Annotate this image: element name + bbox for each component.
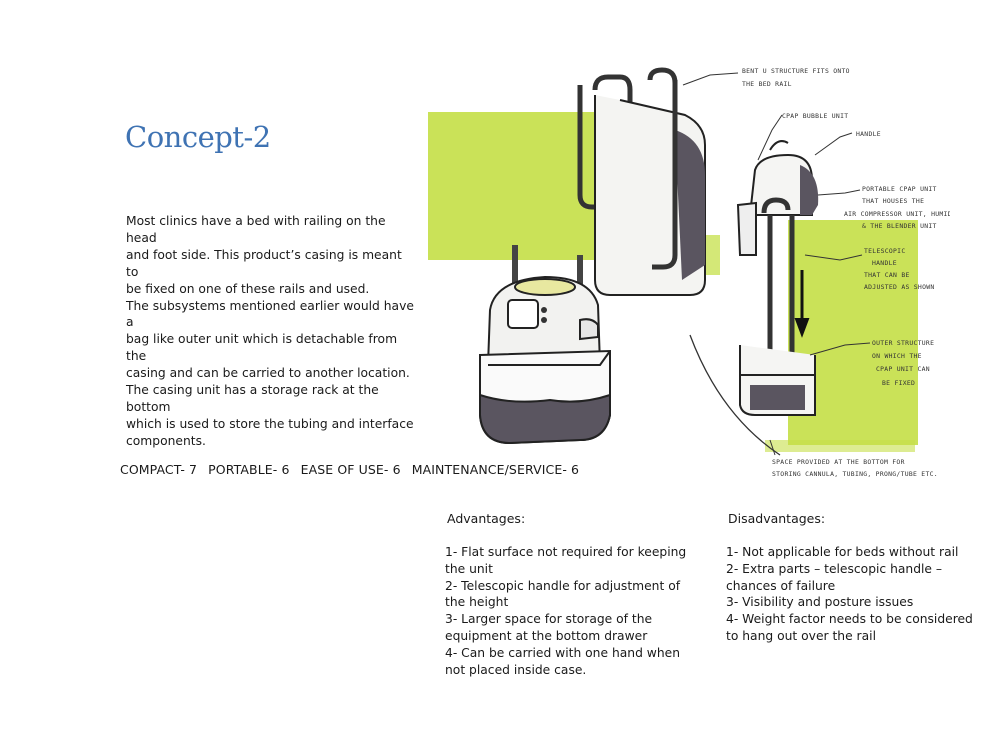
- description-line: The subsystems mentioned earlier would h…: [126, 298, 414, 330]
- note-portable: PORTABLE CPAP UNIT THAT HOUSES THE AIR C…: [844, 185, 950, 230]
- description-line: and foot side. This product’s casing is …: [126, 247, 402, 279]
- disadvantages-heading: Disadvantages:: [728, 511, 826, 526]
- description-line: which is used to store the tubing and in…: [126, 416, 414, 431]
- disadvantages-line: 4- Weight factor needs to be considered: [726, 612, 973, 627]
- note-outer: OUTER STRUCTURE ON WHICH THE CPAP UNIT C…: [872, 339, 938, 387]
- ratings-row: COMPACT- 7 PORTABLE- 6 EASE OF USE- 6 MA…: [120, 462, 586, 477]
- description-line: components.: [126, 433, 206, 448]
- description-line: bag like outer unit which is detachable …: [126, 332, 398, 364]
- description-line: be fixed on one of these rails and used.: [126, 281, 370, 296]
- advantages-line: not placed inside case.: [445, 662, 587, 677]
- disadvantages-line: 2- Extra parts – telescopic handle –: [726, 561, 943, 576]
- leader-rail: [689, 334, 781, 456]
- concept-sketch: BENT U STRUCTURE FITS ONTO THE BED RAIL …: [428, 67, 950, 478]
- telescopic-unit: [736, 140, 819, 416]
- note-bubble: CPAP BUBBLE UNIT: [782, 112, 848, 120]
- advantages-line: 4- Can be carried with one hand when: [445, 645, 680, 660]
- advantages-line: the unit: [445, 561, 493, 576]
- disadvantages-line: 1- Not applicable for beds without rail: [726, 545, 959, 559]
- disadvantages-line: to hang out over the rail: [726, 628, 876, 643]
- advantages-line: 3- Larger space for storage of the: [445, 612, 653, 627]
- description-line: The casing unit has a storage rack at th…: [126, 383, 379, 414]
- marker-strip-bottom: [765, 440, 915, 452]
- disadvantages-list: 1- Not applicable for beds without rail …: [726, 544, 986, 645]
- rating-compact: COMPACT- 7: [120, 462, 198, 477]
- portable-unit: [479, 245, 611, 445]
- annotation-leaders: [682, 72, 871, 456]
- description-line: Most clinics have a bed with railing on …: [126, 214, 386, 245]
- rating-portable: PORTABLE- 6: [208, 462, 290, 477]
- advantages-list: 1- Flat surface not required for keeping…: [445, 544, 715, 678]
- note-telescopic: TELESCOPIC HANDLE THAT CAN BE ADJUSTED A…: [864, 247, 935, 291]
- marker-swatch-left: [428, 112, 600, 260]
- advantages-line: the height: [445, 595, 509, 610]
- advantages-line: 1- Flat surface not required for keeping: [445, 545, 687, 559]
- note-rail: BENT U STRUCTURE FITS ONTO THE BED RAIL: [742, 67, 854, 88]
- disadvantages-line: 3- Visibility and posture issues: [726, 595, 914, 610]
- page-title: Concept-2: [125, 120, 271, 154]
- advantages-line: 2- Telescopic handle for adjustment of: [445, 578, 681, 593]
- note-handle: HANDLE: [856, 130, 881, 138]
- rail-mounted-unit: [577, 67, 706, 296]
- advantages-heading: Advantages:: [447, 511, 526, 526]
- description-line: casing and can be carried to another loc…: [126, 366, 410, 381]
- note-space: SPACE PROVIDED AT THE BOTTOM FOR STORING…: [772, 458, 938, 478]
- advantages-line: equipment at the bottom drawer: [445, 628, 648, 643]
- concept-description: Most clinics have a bed with railing on …: [126, 213, 416, 450]
- disadvantages-line: chances of failure: [726, 578, 836, 593]
- rating-maintenance: MAINTENANCE/SERVICE- 6: [411, 462, 580, 477]
- rating-ease-of-use: EASE OF USE- 6: [300, 462, 401, 477]
